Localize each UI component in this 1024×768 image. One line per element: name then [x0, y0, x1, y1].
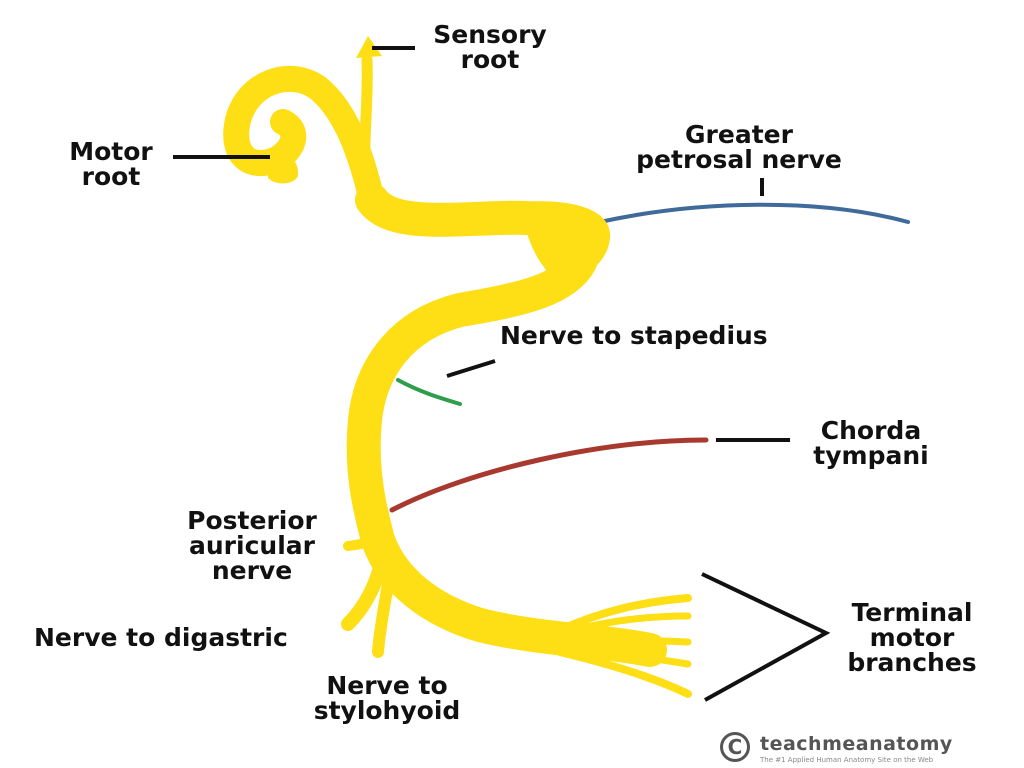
label-nerve-to-digastric: Nerve to digastric	[34, 623, 288, 652]
geniculate-ganglion	[520, 201, 611, 282]
label-sensory-root: Sensory root	[433, 20, 547, 74]
label-terminal-motor-branches: Terminal motor branches	[847, 598, 977, 677]
motor-root-end	[268, 149, 299, 184]
motor-root	[223, 66, 385, 213]
facial-nerve-trunk	[346, 183, 667, 667]
terminal-bracket	[701, 572, 831, 702]
label-nerve-to-stylohyoid: Nerve to stylohyoid	[313, 671, 461, 725]
label-nerve-to-stapedius: Nerve to stapedius	[500, 321, 768, 350]
chorda-tympani-nerve	[389, 437, 709, 513]
digastric-branch	[341, 553, 389, 631]
stylohyoid-branch	[372, 564, 396, 658]
sensory-root-tip	[356, 36, 382, 58]
watermark-name: teachmeanatomy	[760, 733, 953, 755]
terminal-branch-4	[561, 642, 692, 668]
stapedius-leader	[446, 359, 496, 378]
copyright-icon: C	[720, 732, 750, 762]
watermark-tagline: The #1 Applied Human Anatomy Site on the…	[760, 756, 934, 764]
label-posterior-auricular-nerve: Posterior auricular nerve	[187, 506, 317, 585]
nerve-to-stapedius-branch	[396, 378, 462, 406]
posterior-auricular-branch	[343, 535, 383, 551]
label-greater-petrosal-nerve: Greater petrosal nerve	[636, 120, 842, 174]
terminal-branch-1	[556, 594, 692, 634]
label-chorda-tympani: Chorda tympani	[813, 416, 929, 470]
terminal-branch-5	[556, 648, 692, 698]
watermark: C teachmeanatomy The #1 Applied Human An…	[720, 732, 1020, 766]
terminal-branch-2	[556, 612, 692, 638]
greater-petrosal-nerve	[598, 202, 910, 224]
label-motor-root: Motor root	[69, 137, 153, 191]
terminal-branch-3	[561, 636, 692, 646]
